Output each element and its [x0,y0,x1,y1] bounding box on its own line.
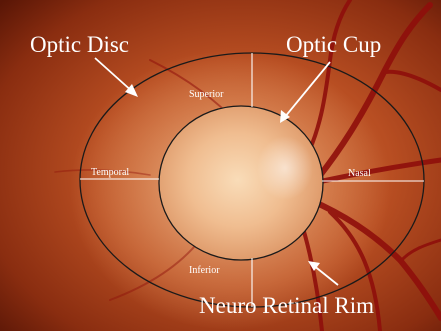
optic-disc-label: Optic Disc [30,32,129,57]
temporal-label: Temporal [91,167,129,178]
superior-label: Superior [189,89,224,100]
neuro-retinal-rim-label: Neuro Retinal Rim [199,293,374,318]
inferior-label: Inferior [189,265,220,276]
nasal-label: Nasal [348,168,371,179]
cup-pallor [257,136,313,200]
optic-cup-label: Optic Cup [286,32,381,57]
